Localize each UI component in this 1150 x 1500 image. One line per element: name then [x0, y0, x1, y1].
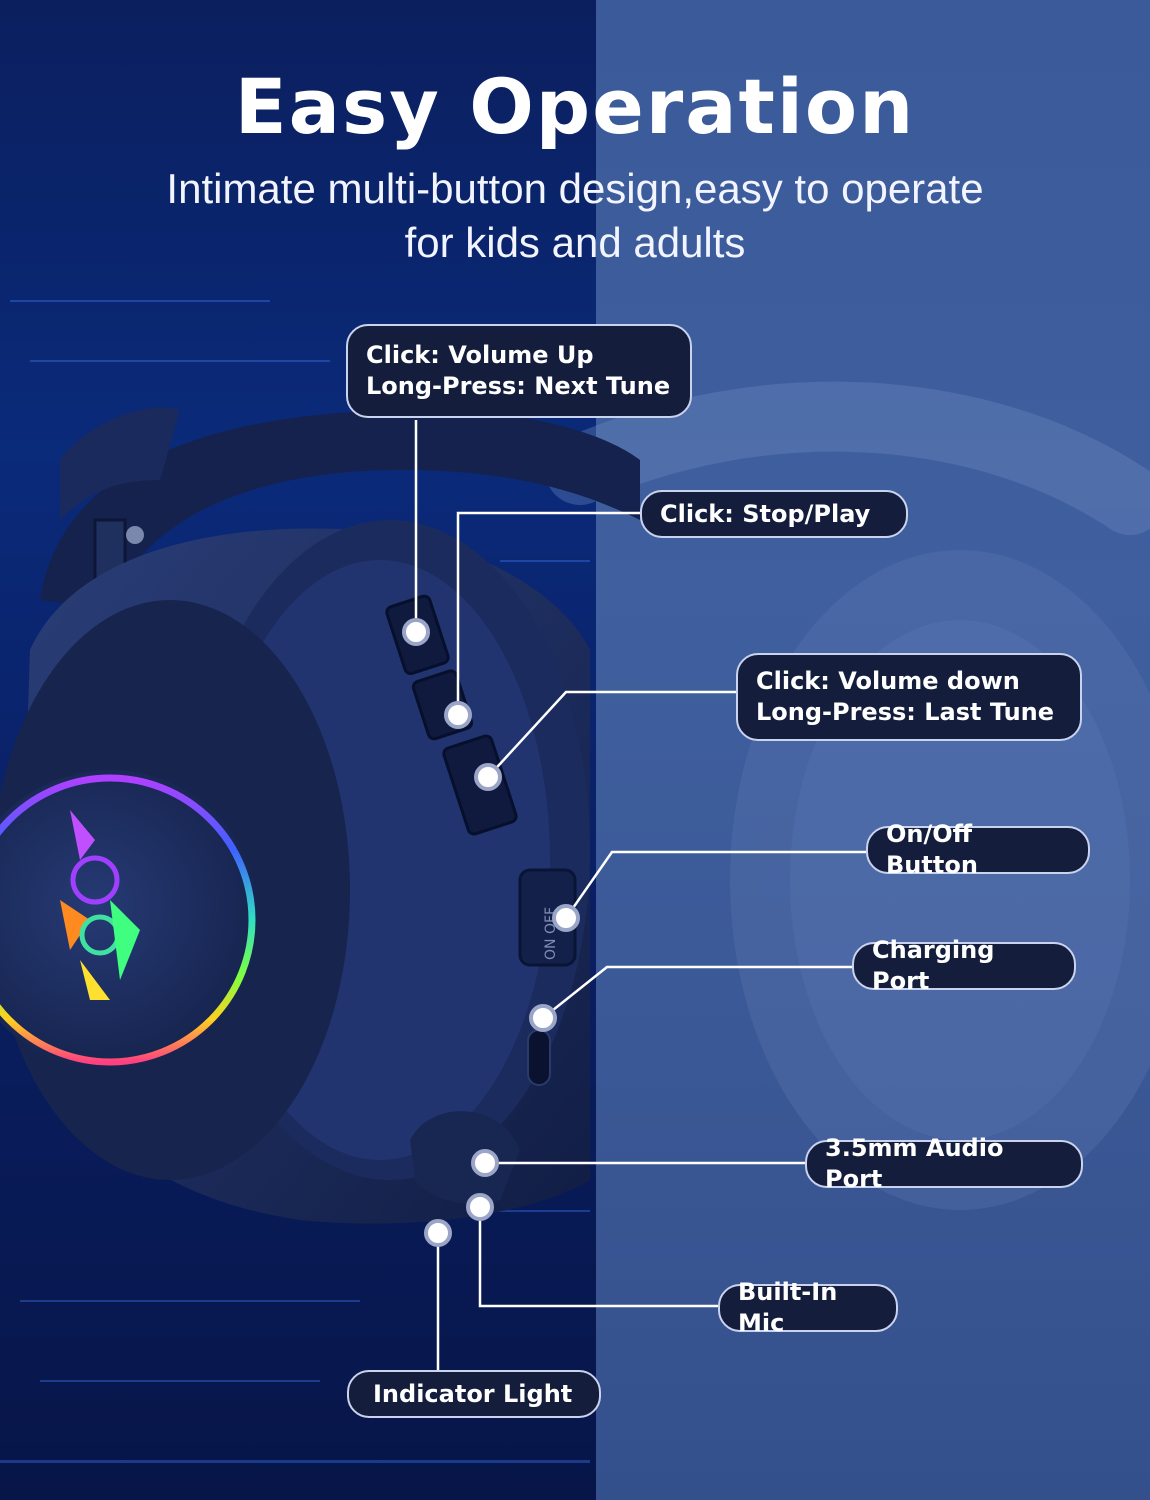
callout-charging-port-text: Charging Port — [872, 936, 995, 995]
charging-dot — [529, 1004, 557, 1032]
background-tech-line — [430, 1210, 590, 1212]
subtitle-line-1: Intimate multi-button design,easy to ope… — [166, 165, 984, 212]
background-tech-line — [40, 1380, 320, 1382]
callout-volume-up-line-2: Long-Press: Next Tune — [366, 372, 671, 400]
callout-audio-port-text: 3.5mm Audio Port — [825, 1134, 1004, 1193]
page-subtitle: Intimate multi-button design,easy to ope… — [75, 162, 1075, 270]
callout-stop-play-text: Click: Stop/Play — [660, 499, 871, 528]
stop-play-dot — [444, 701, 472, 729]
headband — [40, 410, 640, 610]
volume-up-dot — [402, 618, 430, 646]
mic-dot — [466, 1193, 494, 1221]
rgb-logo-icon — [60, 810, 140, 1000]
rgb-light-ring — [0, 774, 256, 1066]
volume-down-dot — [474, 763, 502, 791]
callout-stop-play: Click: Stop/Play — [640, 490, 908, 538]
callout-volume-down-line-2: Long-Press: Last Tune — [756, 698, 1055, 726]
callout-indicator-light-text: Indicator Light — [373, 1379, 573, 1408]
callout-built-in-mic-text: Built-In Mic — [738, 1278, 838, 1337]
on-off-dot — [552, 904, 580, 932]
indicator-dot — [424, 1219, 452, 1247]
audio-port-dot — [471, 1149, 499, 1177]
callout-charging-port: Charging Port — [852, 936, 1076, 995]
page-title: Easy Operation — [234, 62, 916, 151]
background-tech-line — [500, 560, 590, 562]
subtitle-line-2: for kids and adults — [404, 219, 746, 266]
callout-volume-up-line-1: Click: Volume Up — [366, 341, 594, 369]
background-tech-line — [20, 1300, 360, 1302]
callout-built-in-mic: Built-In Mic — [718, 1278, 898, 1337]
callout-on-off: On/Off Button — [866, 820, 1090, 879]
background-tech-line — [0, 1460, 590, 1463]
background-right-panel — [596, 0, 1150, 1500]
callout-volume-up: Click: Volume Up Long-Press: Next Tune — [346, 324, 692, 418]
background-tech-line — [10, 300, 270, 302]
callout-indicator-light: Indicator Light — [347, 1370, 601, 1418]
callout-volume-down: Click: Volume down Long-Press: Last Tune — [736, 653, 1082, 741]
callout-on-off-text: On/Off Button — [886, 820, 978, 879]
background-tech-line — [30, 360, 330, 362]
callout-volume-down-line-1: Click: Volume down — [756, 667, 1020, 695]
callout-audio-port: 3.5mm Audio Port — [805, 1134, 1083, 1193]
